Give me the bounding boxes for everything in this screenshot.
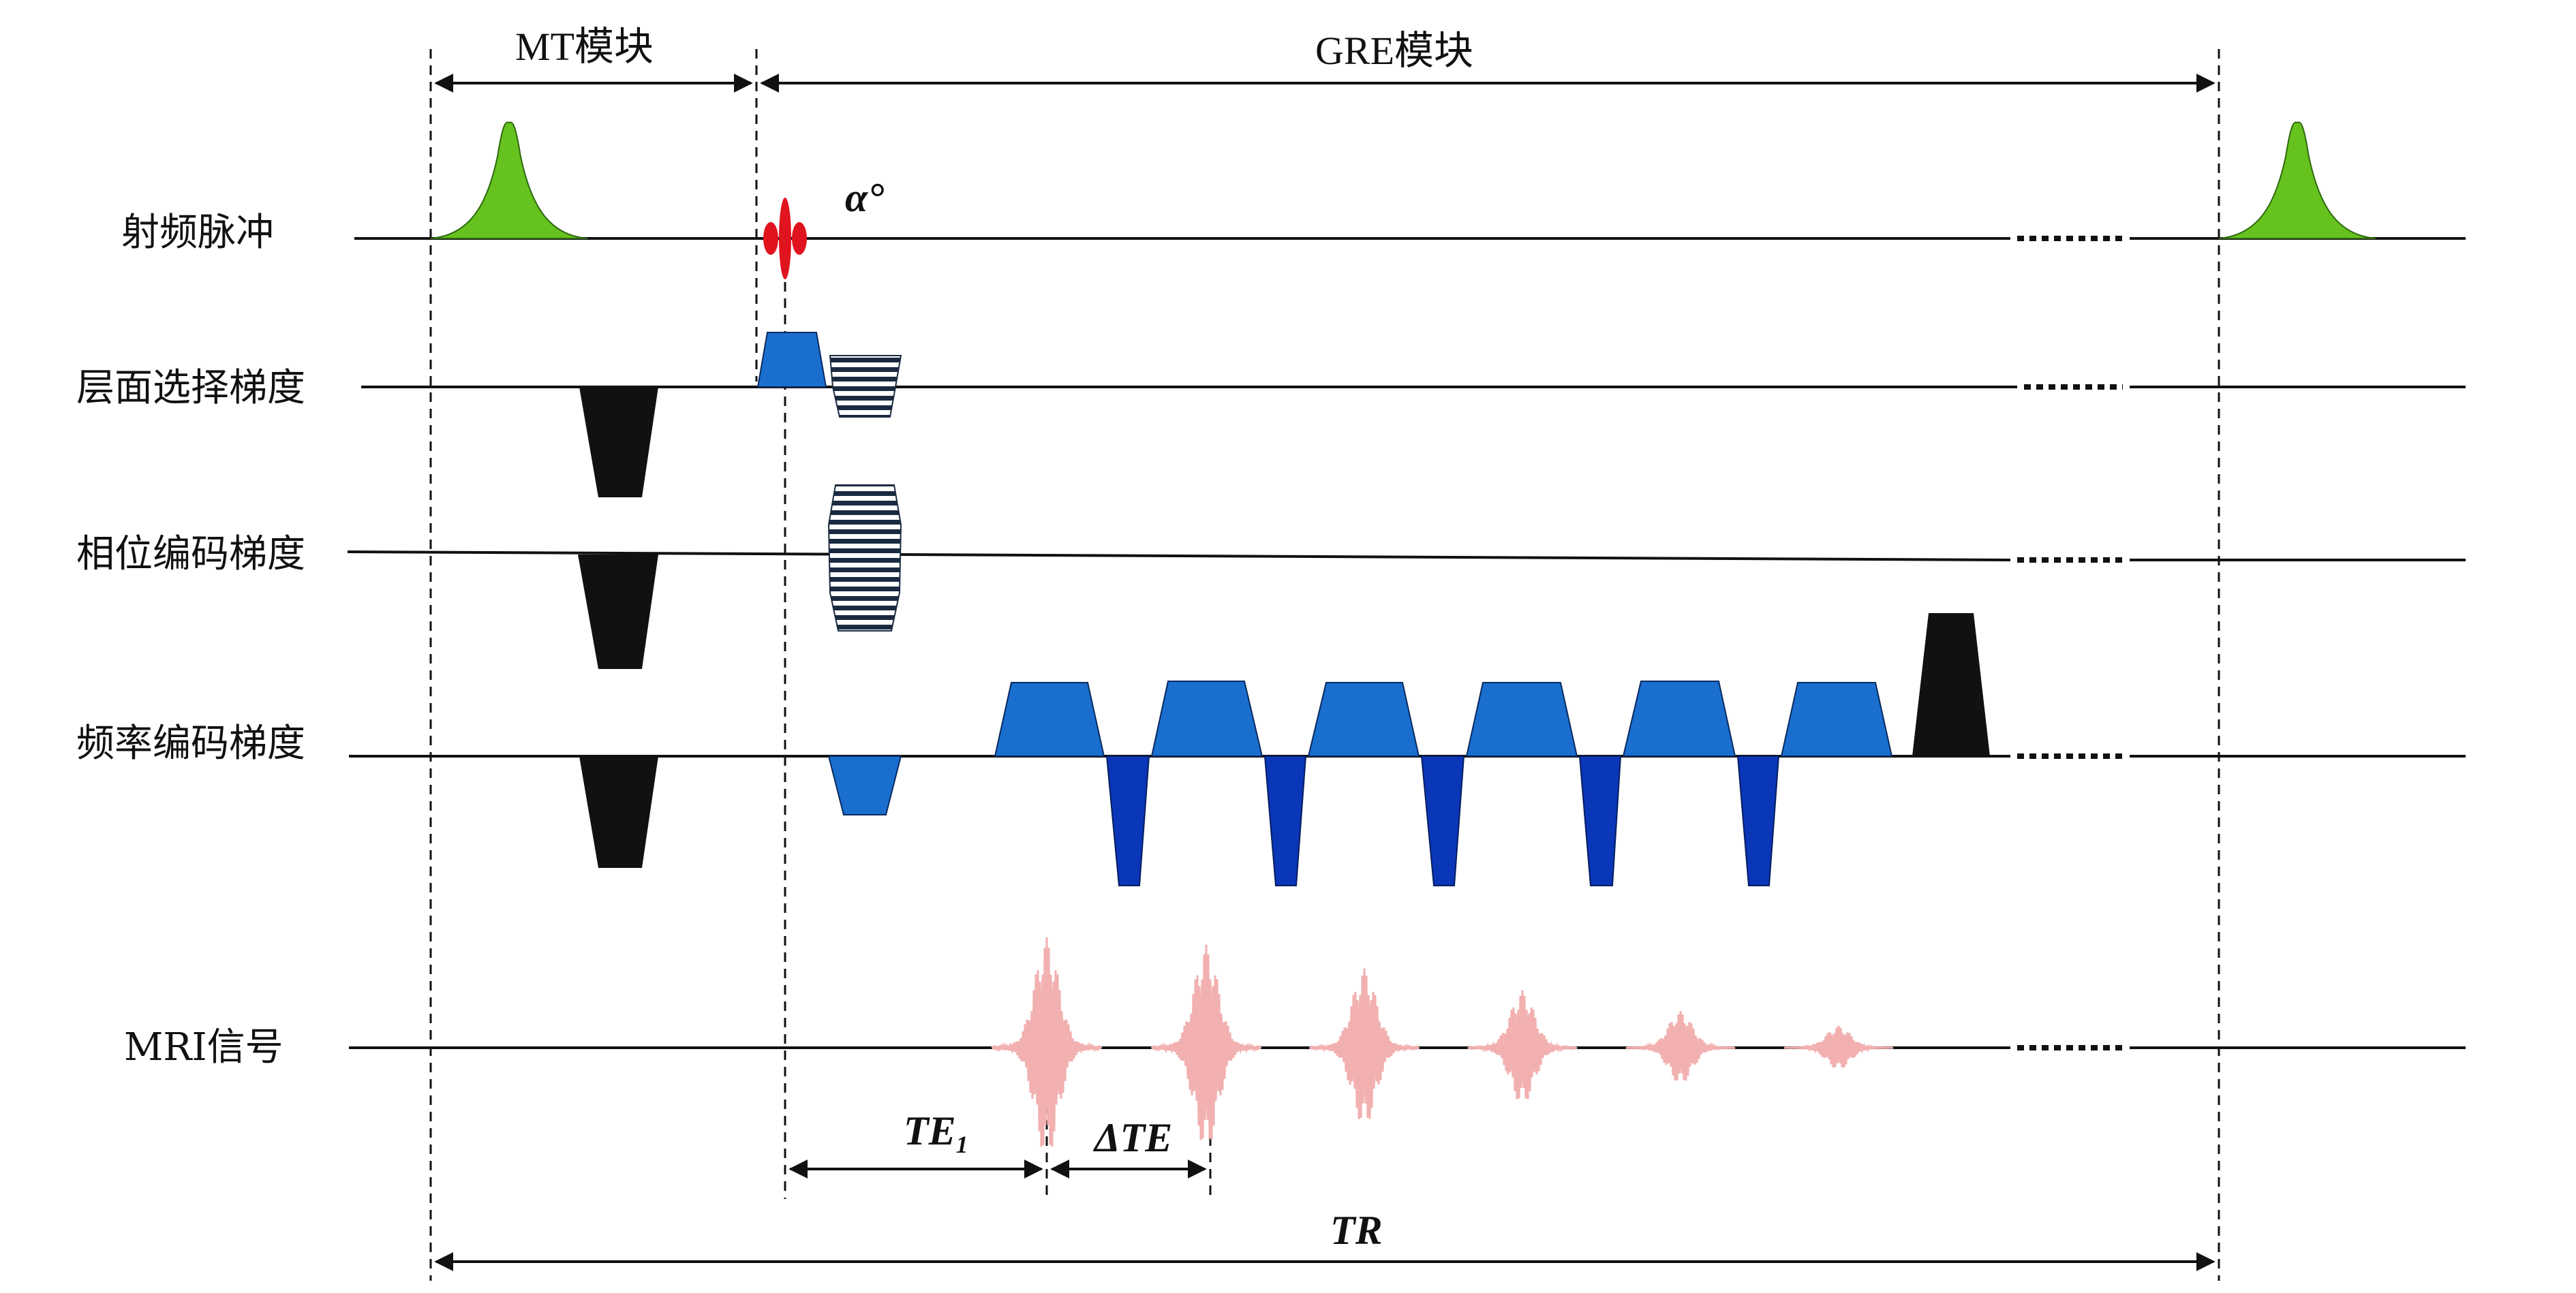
timing-guides	[429, 49, 2220, 1281]
excitation-pulse-left-lobe	[763, 222, 778, 255]
rewind-lobe-4	[1578, 755, 1622, 886]
row-label-phase-encode: 相位编码梯度	[76, 532, 305, 576]
delta-te-label: ΔTE	[1093, 1115, 1172, 1160]
rewind-lobe-2	[1263, 755, 1307, 886]
row-label-frequency-encode: 频率编码梯度	[76, 721, 305, 766]
row-label-rf: 射频脉冲	[121, 211, 274, 255]
baselines	[347, 237, 2466, 1049]
mt-phase-spoiler	[578, 555, 658, 669]
mt-module-label: MT模块	[515, 25, 654, 69]
readout-lobe-4	[1465, 682, 1578, 757]
mt-slice-spoiler	[579, 387, 658, 497]
tr-label: TR	[1330, 1208, 1383, 1253]
phase-encode-stepped	[827, 484, 902, 632]
row-label-mri-signal: MRI信号	[124, 1025, 283, 1070]
rewind-lobe-3	[1420, 755, 1465, 886]
flip-angle-label: α°	[845, 175, 884, 220]
phase-baseline	[347, 550, 2011, 561]
row-label-slice-select: 层面选择梯度	[76, 366, 305, 410]
te1-subscript: 1	[956, 1131, 968, 1158]
mt-freq-spoiler	[579, 756, 658, 868]
rewind-lobe-5	[1736, 755, 1780, 886]
echo-1	[991, 937, 1103, 1147]
gre-module-label: GRE模块	[1315, 29, 1473, 73]
echo-2	[1150, 944, 1262, 1140]
readout-positive-lobes	[994, 681, 1893, 757]
excitation-pulse-center	[779, 198, 791, 279]
continuation-dots	[2017, 236, 2123, 1050]
readout-lobe-5	[1622, 681, 1736, 757]
echo-signals	[991, 937, 1894, 1147]
rewind-lobe-1	[1105, 755, 1150, 886]
end-spoiler-gradient	[1912, 613, 1990, 756]
freq-dephase-lobe	[827, 755, 902, 815]
te1-main: TE	[904, 1108, 956, 1153]
excitation-pulse-right-lobe	[792, 222, 807, 255]
slice-select-lobe	[756, 332, 827, 388]
mt-pulse	[430, 121, 588, 239]
excitation-pulse	[763, 198, 807, 279]
te1-label: TE1	[904, 1108, 968, 1158]
readout-lobe-1	[994, 682, 1105, 757]
readout-lobe-6	[1780, 682, 1893, 757]
echo-6	[1783, 1025, 1894, 1068]
slice-rephase-stepped	[829, 355, 902, 418]
echo-5	[1625, 1010, 1736, 1081]
readout-negative-lobes	[1105, 755, 1780, 886]
next-mt-pulse	[2218, 121, 2376, 239]
readout-lobe-2	[1150, 681, 1263, 757]
readout-lobe-3	[1307, 682, 1420, 757]
echo-3	[1308, 968, 1420, 1119]
echo-4	[1467, 990, 1578, 1100]
